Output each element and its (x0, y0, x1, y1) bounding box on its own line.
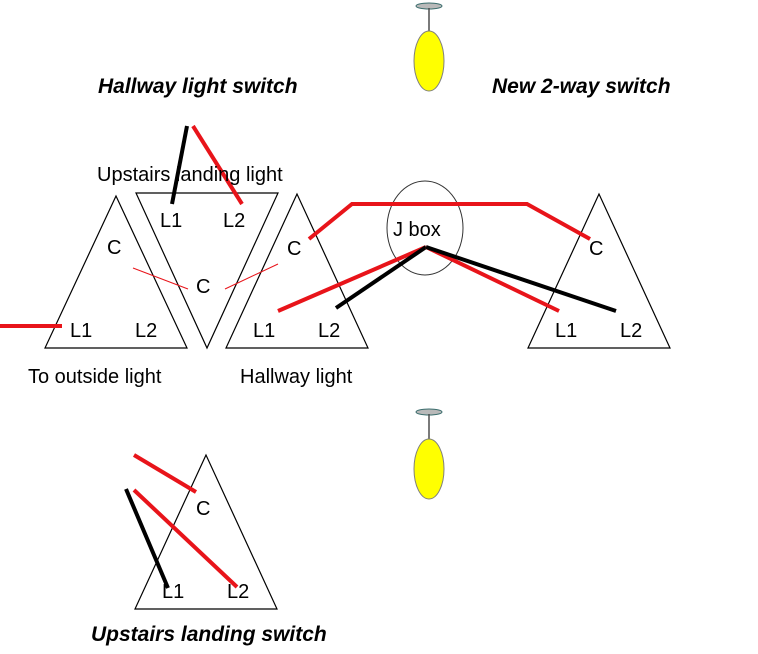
wire (124, 488, 170, 589)
terminal-label: C (287, 238, 301, 260)
upstairs-switch-heading: Upstairs landing switch (91, 623, 327, 646)
terminal-label: L1 (160, 210, 182, 232)
terminal-label: L1 (162, 581, 184, 603)
junction-box (386, 180, 464, 276)
terminal-label: C (107, 237, 121, 259)
terminal-label: L2 (135, 320, 157, 342)
wire (132, 267, 189, 290)
wire (307, 202, 591, 241)
wire (334, 245, 428, 310)
terminal-label: C (589, 238, 603, 260)
hallway-light-switch (225, 192, 369, 349)
terminal-label: L2 (318, 320, 340, 342)
outside-light-switch (44, 194, 188, 349)
upstairs-landing-light-switch (135, 192, 279, 350)
wire (425, 245, 617, 313)
wire (132, 488, 239, 589)
upstairs-landing-light-label: Upstairs landing light (97, 164, 283, 186)
light-bulb-icon (413, 408, 445, 500)
wire (425, 245, 560, 313)
wire (277, 245, 427, 313)
wire (224, 263, 279, 290)
light-bulb-icon (413, 2, 445, 92)
terminal-label: L1 (555, 320, 577, 342)
terminal-label: L2 (223, 210, 245, 232)
wire (191, 124, 244, 206)
terminal-label: C (196, 276, 210, 298)
outside-light-label: To outside light (28, 366, 162, 388)
terminal-label: L1 (70, 320, 92, 342)
wire (132, 453, 198, 494)
terminal-label: C (196, 498, 210, 520)
upstairs-landing-switch (134, 453, 278, 610)
terminal-label: L2 (227, 581, 249, 603)
wire (170, 125, 189, 205)
hallway-light-label: Hallway light (240, 366, 353, 388)
j-box-label: J box (393, 219, 441, 241)
new-switch-heading: New 2-way switch (492, 75, 671, 98)
terminal-label: L2 (620, 320, 642, 342)
hallway-switch-heading: Hallway light switch (98, 75, 298, 98)
terminal-label: L1 (253, 320, 275, 342)
new-2-way-switch (527, 192, 671, 349)
